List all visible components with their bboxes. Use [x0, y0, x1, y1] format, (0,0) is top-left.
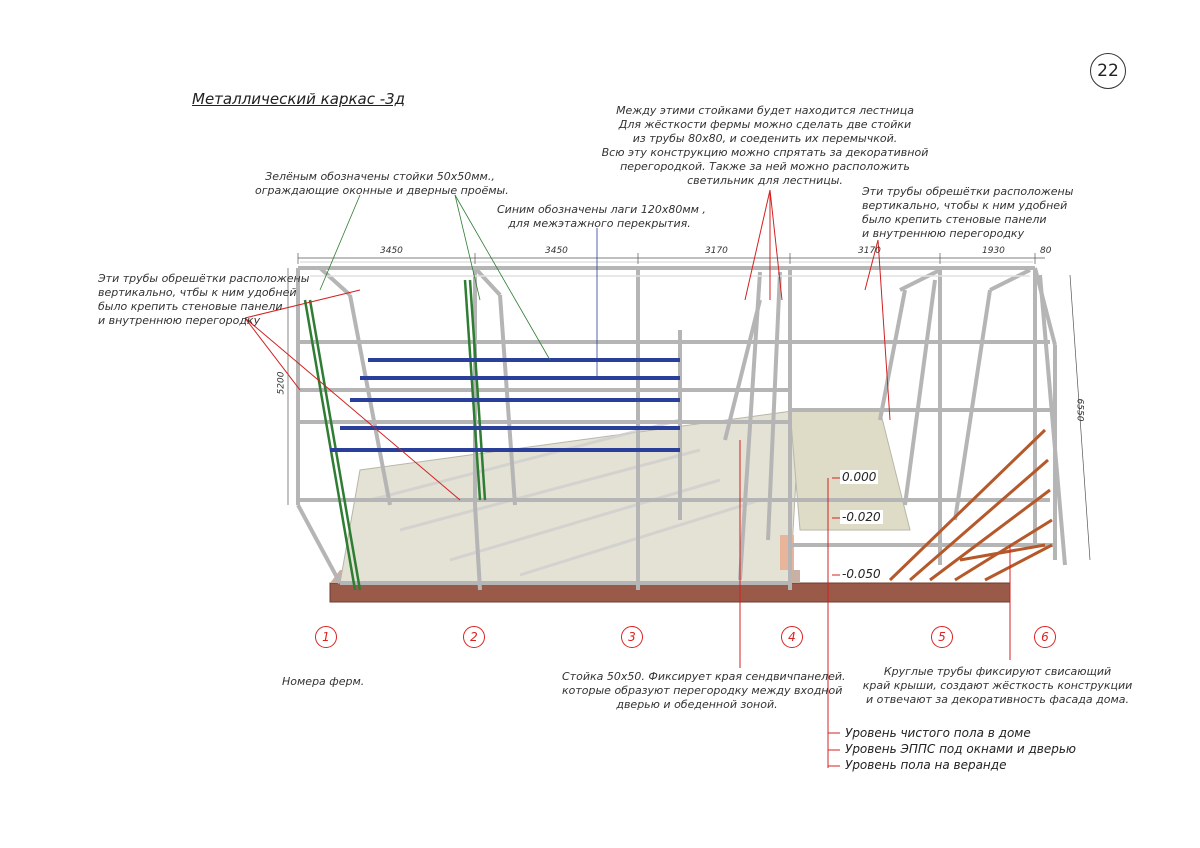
truss-number-2: 2 — [463, 626, 485, 648]
note-post: Стойка 50х50. Фиксирует края сендвичпане… — [562, 670, 846, 711]
green-posts — [303, 279, 487, 591]
truss-number-3: 3 — [621, 626, 643, 648]
dimension-height: 5200 — [276, 371, 287, 395]
floor-slab — [339, 409, 801, 584]
truss-number-6: 6 — [1034, 626, 1056, 648]
note-blue-joists: Синим обозначены лаги 120х80мм , для меж… — [497, 203, 706, 230]
dimension-2: 3450 — [545, 246, 568, 256]
note-truss-numbers: Номера ферм. — [282, 675, 365, 688]
dimension-5: 1930 — [982, 246, 1005, 256]
note-battens-right: Эти трубы обрешётки расположены вертикал… — [862, 185, 1074, 240]
truss-number-1: 1 — [315, 626, 337, 648]
note-stairs: Между этими стойками будет находится лес… — [601, 104, 929, 187]
annotation-leaders — [244, 189, 1011, 768]
truss-number-4: 4 — [781, 626, 803, 648]
level-2: -0.050 — [840, 567, 883, 581]
dimension-depth: 6550 — [1074, 398, 1085, 422]
note-green-posts: Зелёным обозначены стойки 50х50мм., огра… — [255, 170, 509, 197]
legend-level-veranda: Уровень пола на веранде — [845, 758, 1007, 772]
legend-level-floor: Уровень чистого пола в доме — [845, 726, 1031, 740]
dimension-3: 3170 — [705, 246, 728, 256]
level-0: 0.000 — [840, 470, 879, 484]
dimension-6: 80 — [1040, 246, 1052, 256]
legend-level-epps: Уровень ЭППС под окнами и дверью — [845, 742, 1076, 756]
frame-members — [296, 266, 1067, 591]
truss-number-5: 5 — [931, 626, 953, 648]
page-title: Металлический каркас -3д — [192, 90, 406, 108]
blue-joists — [330, 358, 680, 452]
base-slab — [329, 582, 1011, 603]
dimension-4: 3170 — [858, 246, 881, 256]
dimension-1: 3450 — [380, 246, 403, 256]
note-round-pipes: Круглые трубы фиксируют свисающий край к… — [862, 665, 1133, 706]
round-pipes — [888, 428, 1053, 582]
note-battens-left: Эти трубы обрешётки расположены вертикал… — [98, 272, 310, 327]
page-number: 22 — [1090, 53, 1126, 89]
level-1: -0.020 — [840, 510, 883, 524]
